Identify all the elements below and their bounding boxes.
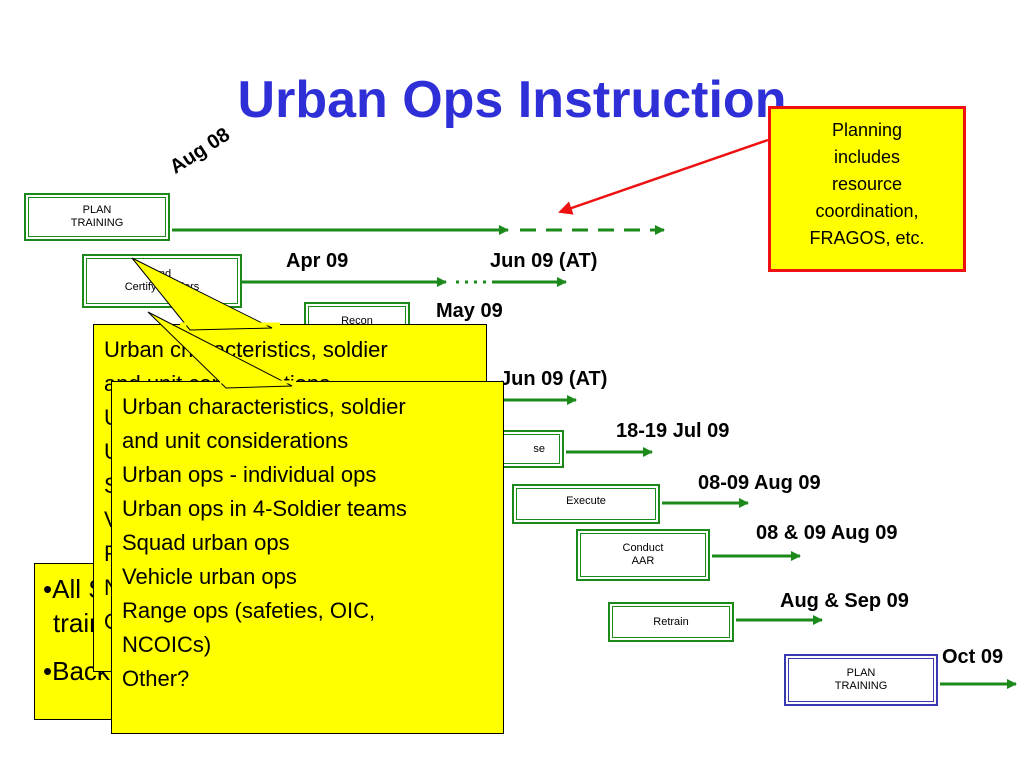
arrow-callout-pointer — [558, 138, 769, 215]
box-execute: Execute — [512, 484, 660, 524]
date-apr09: Apr 09 — [286, 250, 349, 272]
date-may09: May 09 — [436, 300, 503, 322]
page-title: Urban Ops Instruction — [237, 71, 787, 129]
box-plan-training: PLAN TRAINING — [24, 193, 170, 241]
box-certify-leaders: and Certify Leaders — [82, 254, 242, 308]
box-plan-training-2: PLAN TRAINING — [784, 654, 938, 706]
box-retrain-label: Retrain — [612, 606, 730, 638]
planning-callout: Planning includes resource coordination,… — [768, 106, 966, 272]
box-plan-training-2-label: PLAN TRAINING — [788, 658, 934, 702]
date-jun09-at-1: Jun 09 (AT) — [490, 250, 598, 272]
date-oct09: Oct 09 — [942, 646, 1004, 668]
topics-front-text: Urban characteristics, soldier and unit … — [122, 394, 407, 691]
date-aug-sep09: Aug & Sep 09 — [780, 590, 909, 612]
box-certify-leaders-label: and Certify Leaders — [86, 258, 238, 304]
date-aug09-a: 08-09 Aug 09 — [698, 472, 821, 494]
date-jul09: 18-19 Jul 09 — [616, 420, 730, 442]
date-aug09-b: 08 & 09 Aug 09 — [756, 522, 898, 544]
box-conduct-aar-label: Conduct AAR — [580, 533, 706, 577]
box-conduct-aar: Conduct AAR — [576, 529, 710, 581]
date-jun09-at-2: Jun 09 (AT) — [500, 368, 608, 390]
box-retrain: Retrain — [608, 602, 734, 642]
topics-callout-front: Urban characteristics, soldier and unit … — [111, 381, 504, 734]
box-plan-training-label: PLAN TRAINING — [28, 197, 166, 237]
box-execute-label: Execute — [516, 488, 656, 520]
